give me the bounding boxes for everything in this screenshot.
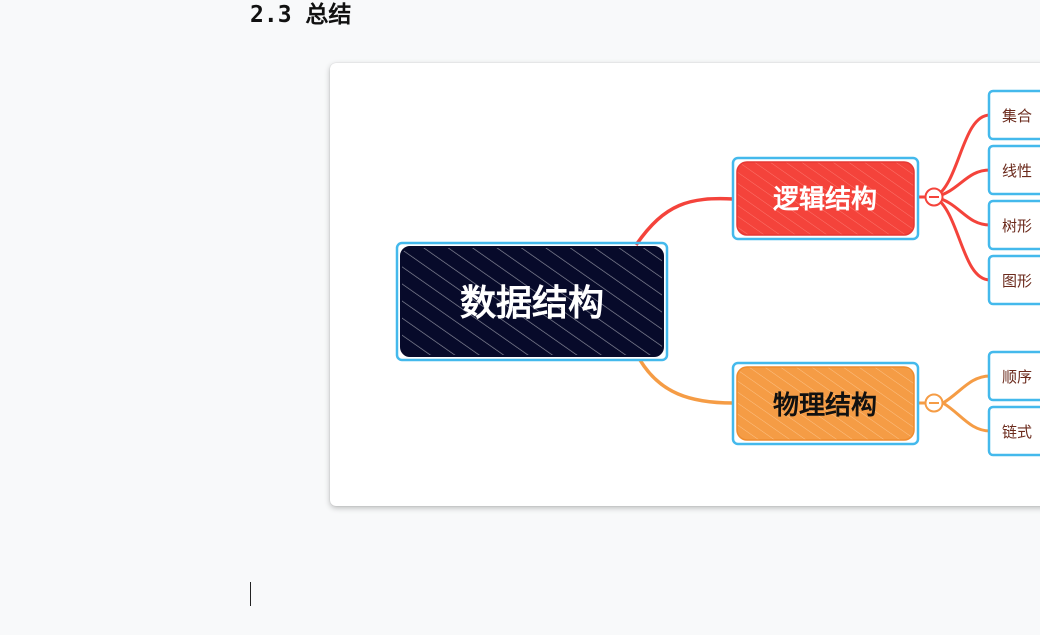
leaf-set-label: 集合 [1002, 107, 1032, 125]
text-cursor [250, 582, 251, 606]
collapse-toggle-logic[interactable] [924, 187, 944, 207]
leaf-node-set[interactable]: 集合 [987, 89, 1040, 141]
leaf-tree-label: 树形 [1002, 217, 1032, 235]
connector-logic-leaf-4 [934, 195, 991, 282]
branch-node-logic[interactable]: 逻辑结构 [731, 156, 920, 241]
leaf-linked-label: 链式 [1002, 423, 1032, 441]
connector-root-physical [638, 359, 734, 405]
section-heading: 2.3 总结 [250, 2, 352, 28]
leaf-node-linked[interactable]: 链式 [987, 405, 1040, 457]
mindmap-canvas: 数据结构 逻辑结构 物理结构 集合 [395, 89, 1040, 457]
leaf-node-sequential[interactable]: 顺序 [987, 350, 1040, 402]
branch-logic-label: 逻辑结构 [773, 185, 877, 215]
connector-root-logic [634, 196, 734, 246]
leaf-linear-label: 线性 [1002, 162, 1032, 180]
leaf-sequential-label: 顺序 [1002, 368, 1032, 386]
connector-logic-leaf-3 [934, 195, 991, 227]
mindmap-image[interactable]: 数据结构 逻辑结构 物理结构 集合 [330, 63, 1040, 506]
leaf-graph-label: 图形 [1002, 272, 1032, 290]
connector-logic-leaf-2 [934, 168, 991, 199]
leaf-node-graph[interactable]: 图形 [987, 254, 1040, 306]
connector-physical-leaf-2 [942, 401, 991, 433]
connector-physical-leaf-1 [942, 374, 991, 405]
leaf-node-linear[interactable]: 线性 [987, 144, 1040, 196]
branch-physical-label: 物理结构 [773, 391, 877, 421]
branch-node-physical[interactable]: 物理结构 [731, 361, 920, 446]
connector-logic-leaf-1 [934, 113, 991, 199]
collapse-toggle-physical[interactable] [924, 393, 944, 413]
root-node[interactable]: 数据结构 [395, 241, 669, 362]
leaf-node-tree[interactable]: 树形 [987, 199, 1040, 251]
root-node-label: 数据结构 [460, 283, 604, 324]
